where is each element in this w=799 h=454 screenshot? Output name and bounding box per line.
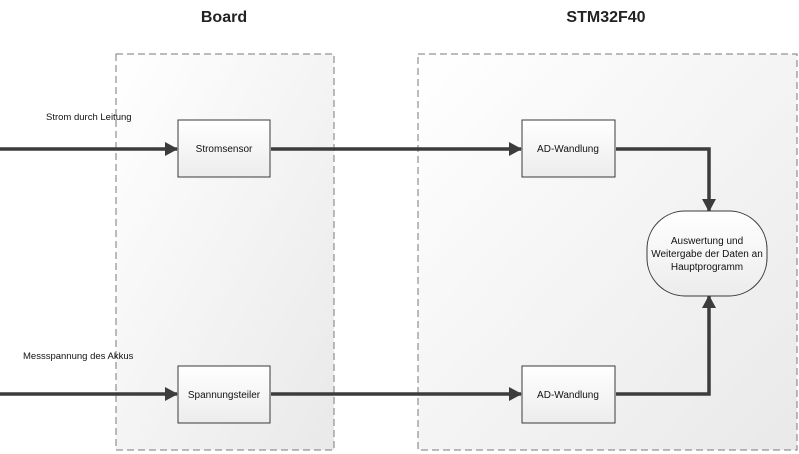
adc-bottom-label: AD-Wandlung bbox=[537, 390, 599, 401]
evaluation-label-line-2: Weitergabe der Daten an bbox=[651, 249, 763, 260]
current-sensor-label: Stromsensor bbox=[196, 144, 253, 155]
arrow-adc-top-to-evaluation bbox=[616, 147, 716, 212]
input-label-voltage: Messspannung des Akkus bbox=[23, 351, 134, 362]
adc-top-block: AD-Wandlung bbox=[521, 119, 616, 178]
current-sensor-block: Stromsensor bbox=[177, 119, 271, 178]
voltage-divider-block: Spannungsteiler bbox=[177, 365, 271, 424]
evaluation-block: Auswertung und Weitergabe der Daten an H… bbox=[646, 210, 768, 297]
stm32-title: STM32F40 bbox=[566, 9, 645, 26]
input-label-current: Strom durch Leitung bbox=[46, 112, 132, 123]
evaluation-label-line-1: Auswertung und bbox=[671, 236, 743, 247]
voltage-divider-label: Spannungsteiler bbox=[188, 390, 261, 401]
board-title: Board bbox=[201, 9, 247, 26]
adc-bottom-block: AD-Wandlung bbox=[521, 365, 616, 424]
arrow-adc-bottom-to-evaluation bbox=[616, 295, 716, 396]
evaluation-label-line-3: Hauptprogramm bbox=[671, 262, 743, 273]
adc-top-label: AD-Wandlung bbox=[537, 144, 599, 155]
